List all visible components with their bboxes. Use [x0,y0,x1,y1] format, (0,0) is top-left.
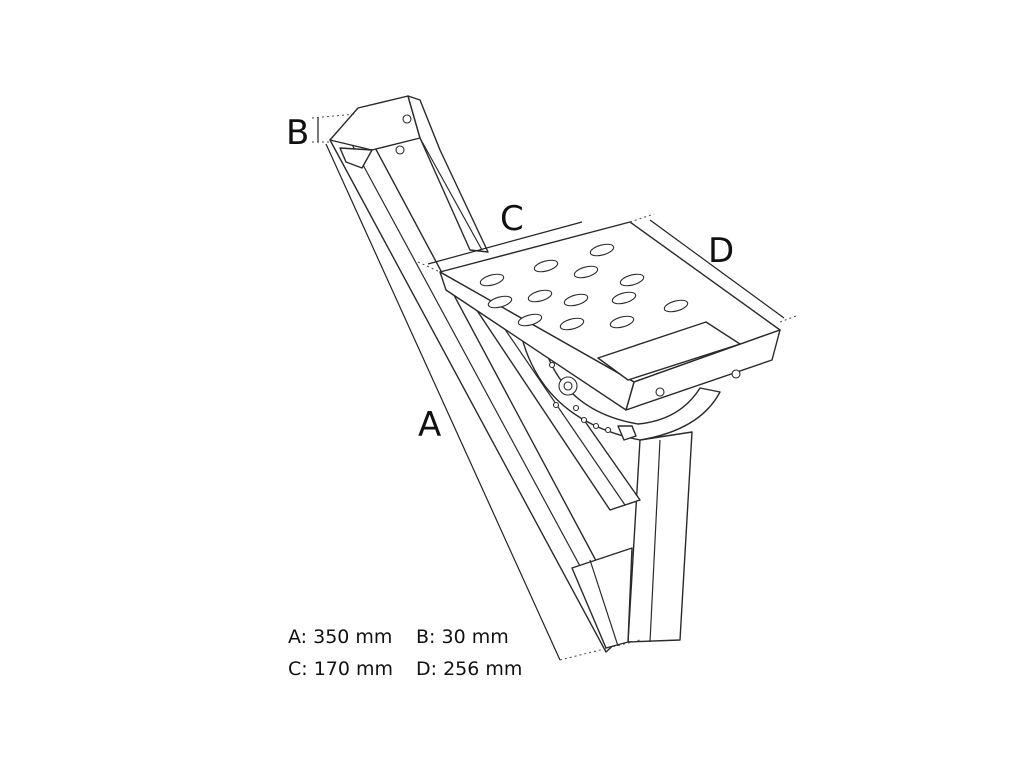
nut-icon [617,425,637,441]
dimension-a-line [325,143,561,661]
label-b: B [286,113,310,153]
label-d: D [708,231,735,271]
spec-c: C: 170 mm [288,658,394,680]
spec-d: D: 256 mm [416,658,523,680]
step-tread [439,221,781,411]
dimension-d-line [649,219,785,319]
label-a: A [418,405,442,445]
support-leg [571,431,693,649]
dimension-c-line [427,221,583,265]
tread-slots [479,243,689,331]
label-c: C [500,199,524,239]
bolt-hole-icon [402,114,412,124]
mount-plate [407,95,489,253]
spec-b: B: 30 mm [416,626,509,648]
bolt-hole-icon [655,387,665,397]
bolt-hole-icon [395,145,405,155]
bolt-hole-icon [731,369,741,379]
tread-label-panel [597,321,741,381]
spec-a: A: 350 mm [288,626,393,648]
dimension-lines [311,113,797,661]
long-arm [329,95,633,653]
